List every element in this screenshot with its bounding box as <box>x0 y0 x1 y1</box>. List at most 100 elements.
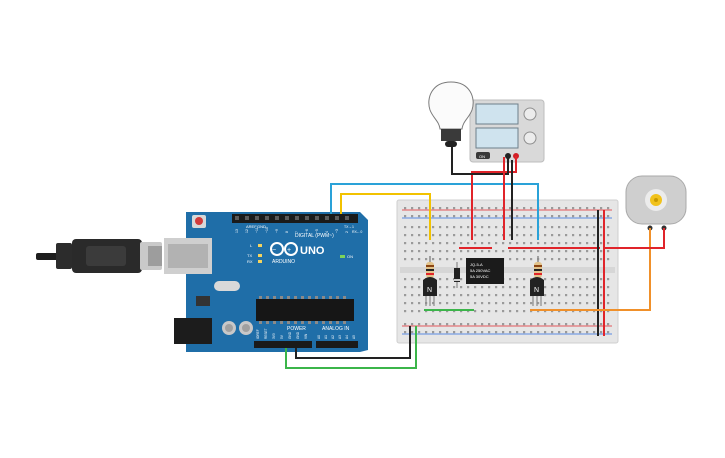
breadboard-hole[interactable] <box>481 226 484 229</box>
breadboard-hole[interactable] <box>523 234 526 237</box>
breadboard-hole[interactable] <box>537 242 540 245</box>
breadboard-hole[interactable] <box>579 215 582 218</box>
breadboard-hole[interactable] <box>453 302 456 305</box>
breadboard-hole[interactable] <box>586 331 589 334</box>
breadboard-hole[interactable] <box>516 207 519 210</box>
breadboard-hole[interactable] <box>474 294 477 297</box>
breadboard-hole[interactable] <box>439 226 442 229</box>
breadboard-hole[interactable] <box>530 250 533 253</box>
breadboard-hole[interactable] <box>474 234 477 237</box>
breadboard-hole[interactable] <box>565 258 568 261</box>
breadboard-hole[interactable] <box>607 226 610 229</box>
breadboard-hole[interactable] <box>586 215 589 218</box>
breadboard-hole[interactable] <box>530 331 533 334</box>
breadboard-hole[interactable] <box>509 242 512 245</box>
breadboard-hole[interactable] <box>439 310 442 313</box>
breadboard-hole[interactable] <box>432 258 435 261</box>
breadboard-hole[interactable] <box>579 294 582 297</box>
breadboard-hole[interactable] <box>593 250 596 253</box>
breadboard-hole[interactable] <box>544 250 547 253</box>
transistor-left[interactable]: N <box>423 277 437 306</box>
breadboard-hole[interactable] <box>411 207 414 210</box>
usb-b-plug-icon[interactable] <box>36 239 162 273</box>
breadboard-hole[interactable] <box>558 278 561 281</box>
breadboard-hole[interactable] <box>586 278 589 281</box>
breadboard-hole[interactable] <box>607 278 610 281</box>
breadboard-hole[interactable] <box>439 258 442 261</box>
dc-motor-icon[interactable] <box>625 175 687 231</box>
breadboard-hole[interactable] <box>425 234 428 237</box>
breadboard-hole[interactable] <box>495 286 498 289</box>
breadboard-hole[interactable] <box>467 331 470 334</box>
breadboard-hole[interactable] <box>411 242 414 245</box>
breadboard-hole[interactable] <box>544 226 547 229</box>
breadboard-hole[interactable] <box>572 310 575 313</box>
breadboard-hole[interactable] <box>404 234 407 237</box>
breadboard-hole[interactable] <box>593 258 596 261</box>
breadboard-hole[interactable] <box>523 294 526 297</box>
breadboard-hole[interactable] <box>523 242 526 245</box>
breadboard-hole[interactable] <box>432 207 435 210</box>
breadboard-hole[interactable] <box>481 323 484 326</box>
breadboard-hole[interactable] <box>544 242 547 245</box>
breadboard-hole[interactable] <box>474 242 477 245</box>
breadboard-hole[interactable] <box>446 310 449 313</box>
breadboard-hole[interactable] <box>418 294 421 297</box>
breadboard-hole[interactable] <box>488 286 491 289</box>
breadboard-hole[interactable] <box>544 323 547 326</box>
breadboard-hole[interactable] <box>488 250 491 253</box>
breadboard-hole[interactable] <box>439 302 442 305</box>
diode[interactable] <box>454 262 460 288</box>
breadboard-hole[interactable] <box>425 331 428 334</box>
breadboard-hole[interactable] <box>558 234 561 237</box>
breadboard-hole[interactable] <box>460 331 463 334</box>
breadboard-hole[interactable] <box>607 294 610 297</box>
breadboard-hole[interactable] <box>572 323 575 326</box>
breadboard-hole[interactable] <box>502 310 505 313</box>
breadboard-hole[interactable] <box>446 215 449 218</box>
breadboard-hole[interactable] <box>607 323 610 326</box>
breadboard-hole[interactable] <box>593 294 596 297</box>
breadboard-hole[interactable] <box>558 294 561 297</box>
breadboard-hole[interactable] <box>453 234 456 237</box>
breadboard-hole[interactable] <box>495 302 498 305</box>
breadboard-hole[interactable] <box>565 294 568 297</box>
breadboard-hole[interactable] <box>551 215 554 218</box>
breadboard-hole[interactable] <box>418 258 421 261</box>
breadboard-hole[interactable] <box>481 310 484 313</box>
breadboard-hole[interactable] <box>607 310 610 313</box>
breadboard-hole[interactable] <box>572 278 575 281</box>
breadboard-hole[interactable] <box>446 226 449 229</box>
breadboard-hole[interactable] <box>516 331 519 334</box>
breadboard-hole[interactable] <box>509 294 512 297</box>
breadboard-hole[interactable] <box>425 242 428 245</box>
breadboard-hole[interactable] <box>481 215 484 218</box>
breadboard-hole[interactable] <box>467 302 470 305</box>
breadboard-hole[interactable] <box>474 207 477 210</box>
breadboard-hole[interactable] <box>593 286 596 289</box>
voltage-knob[interactable] <box>523 107 537 121</box>
breadboard-hole[interactable] <box>495 226 498 229</box>
breadboard-hole[interactable] <box>530 258 533 261</box>
breadboard-hole[interactable] <box>558 331 561 334</box>
breadboard-hole[interactable] <box>474 215 477 218</box>
breadboard-hole[interactable] <box>432 242 435 245</box>
breadboard-hole[interactable] <box>488 302 491 305</box>
breadboard-hole[interactable] <box>502 323 505 326</box>
breadboard-hole[interactable] <box>411 310 414 313</box>
breadboard-hole[interactable] <box>523 207 526 210</box>
breadboard-hole[interactable] <box>474 310 477 313</box>
breadboard-hole[interactable] <box>579 331 582 334</box>
breadboard-hole[interactable] <box>572 226 575 229</box>
breadboard-hole[interactable] <box>453 258 456 261</box>
breadboard-hole[interactable] <box>607 207 610 210</box>
breadboard-hole[interactable] <box>488 310 491 313</box>
breadboard-hole[interactable] <box>516 226 519 229</box>
breadboard-hole[interactable] <box>516 286 519 289</box>
breadboard-hole[interactable] <box>418 278 421 281</box>
breadboard-hole[interactable] <box>495 323 498 326</box>
breadboard-hole[interactable] <box>460 250 463 253</box>
breadboard-hole[interactable] <box>530 234 533 237</box>
breadboard-hole[interactable] <box>600 258 603 261</box>
breadboard-hole[interactable] <box>516 302 519 305</box>
